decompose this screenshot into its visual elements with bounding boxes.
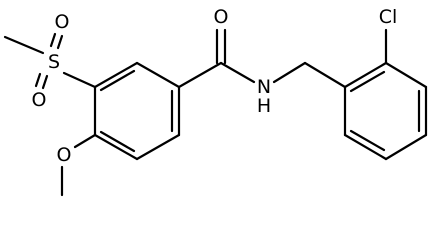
- bond-ring1-c1-c2: [93, 61, 139, 89]
- bond-ring1-c6-c1: [135, 61, 181, 89]
- bond-ring1-sulfur: [62, 71, 97, 89]
- bond-nitrogen-methylene: [272, 61, 307, 84]
- bond-ring2-c5-c6: [343, 133, 388, 161]
- bond-methylene-ring2: [303, 61, 347, 89]
- bond-sulfur-oxygen-top-b: [56, 34, 64, 50]
- bond-sulfur-oxygen-bottom-a: [34, 72, 42, 88]
- bond-ring1-carbonyl-carbon: [177, 61, 223, 89]
- bond-ring1-c4-c5: [135, 133, 181, 161]
- atom-label-amide-hydrogen: H: [257, 95, 271, 117]
- bond-ring1-c3-c4: [93, 133, 139, 161]
- bond-carbonyl-carbon-nitrogen: [219, 61, 256, 84]
- bond-ring2-c1-c2-inner: [349, 70, 386, 93]
- bonds: [3, 28, 428, 197]
- bond-sulfur-methyl: [3, 35, 45, 55]
- bond-sulfur-oxygen-bottom-b: [41, 74, 49, 90]
- atom-label-sulfonyl-oxygen-bottom: O: [32, 89, 47, 111]
- bond-ring2-c2-c3: [384, 61, 428, 89]
- atom-label-carbonyl-oxygen: O: [214, 6, 229, 28]
- bond-ring1-methoxy-oxygen: [73, 133, 97, 149]
- atom-label-sulfonyl-oxygen-top: O: [55, 11, 70, 33]
- atom-label-amide-nitrogen: N: [257, 76, 271, 98]
- atom-label-methoxy-oxygen: O: [57, 144, 72, 166]
- atom-label-chlorine: Cl: [379, 6, 398, 28]
- bond-sulfur-oxygen-top-a: [49, 32, 57, 48]
- atom-label-sulfur: S: [48, 51, 60, 73]
- bond-ring1-c3-c4-inner: [99, 130, 136, 153]
- bond-ring2-c1-c2: [343, 61, 388, 89]
- molecule-structure: S O O O O N H Cl: [3, 6, 428, 197]
- bond-ring2-c4-c5: [384, 133, 428, 161]
- bond-ring2-c5-c6-inner: [349, 129, 386, 152]
- atom-labels: S O O O O N H Cl: [32, 6, 398, 166]
- bond-ring1-c1-c2-inner: [99, 69, 136, 92]
